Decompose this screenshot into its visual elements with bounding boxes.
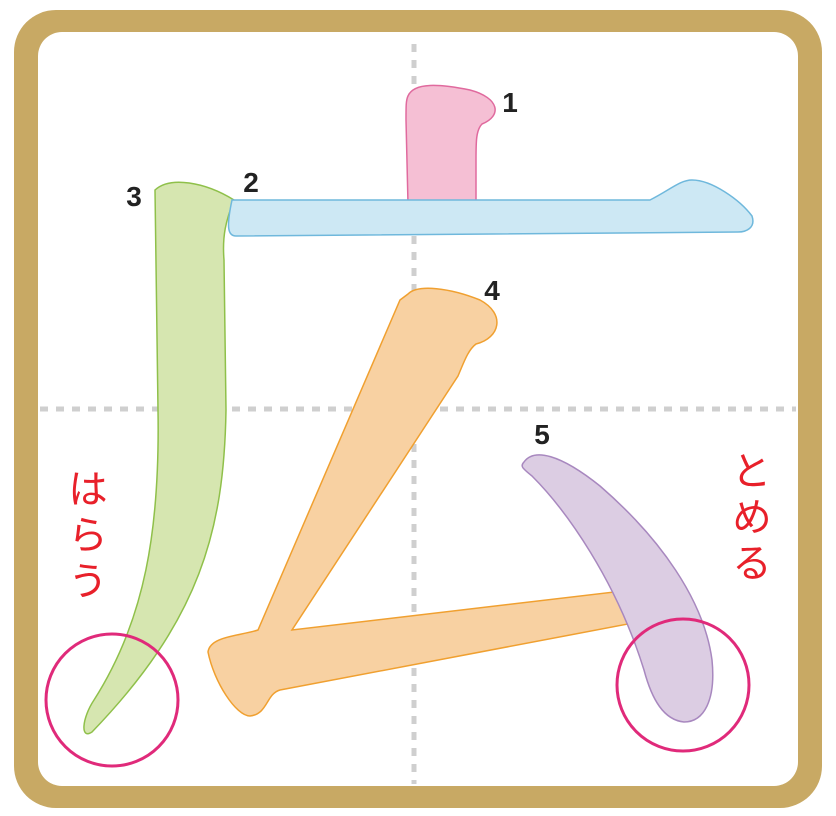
tomeru-label: とめる — [725, 450, 771, 588]
stroke-number-5: 5 — [534, 419, 550, 450]
stroke-4 — [207, 287, 630, 717]
tomeru-highlight-circle — [615, 617, 751, 753]
stroke-2 — [227, 179, 754, 237]
stroke-number-3: 3 — [126, 181, 142, 212]
stroke-5 — [521, 454, 714, 723]
stroke-1 — [405, 84, 496, 205]
stroke-number-4: 4 — [484, 275, 500, 306]
stroke-number-1: 1 — [502, 87, 518, 118]
harau-highlight-circle — [44, 632, 180, 768]
harau-label: はらう — [61, 468, 107, 606]
stroke-number-2: 2 — [243, 167, 259, 198]
